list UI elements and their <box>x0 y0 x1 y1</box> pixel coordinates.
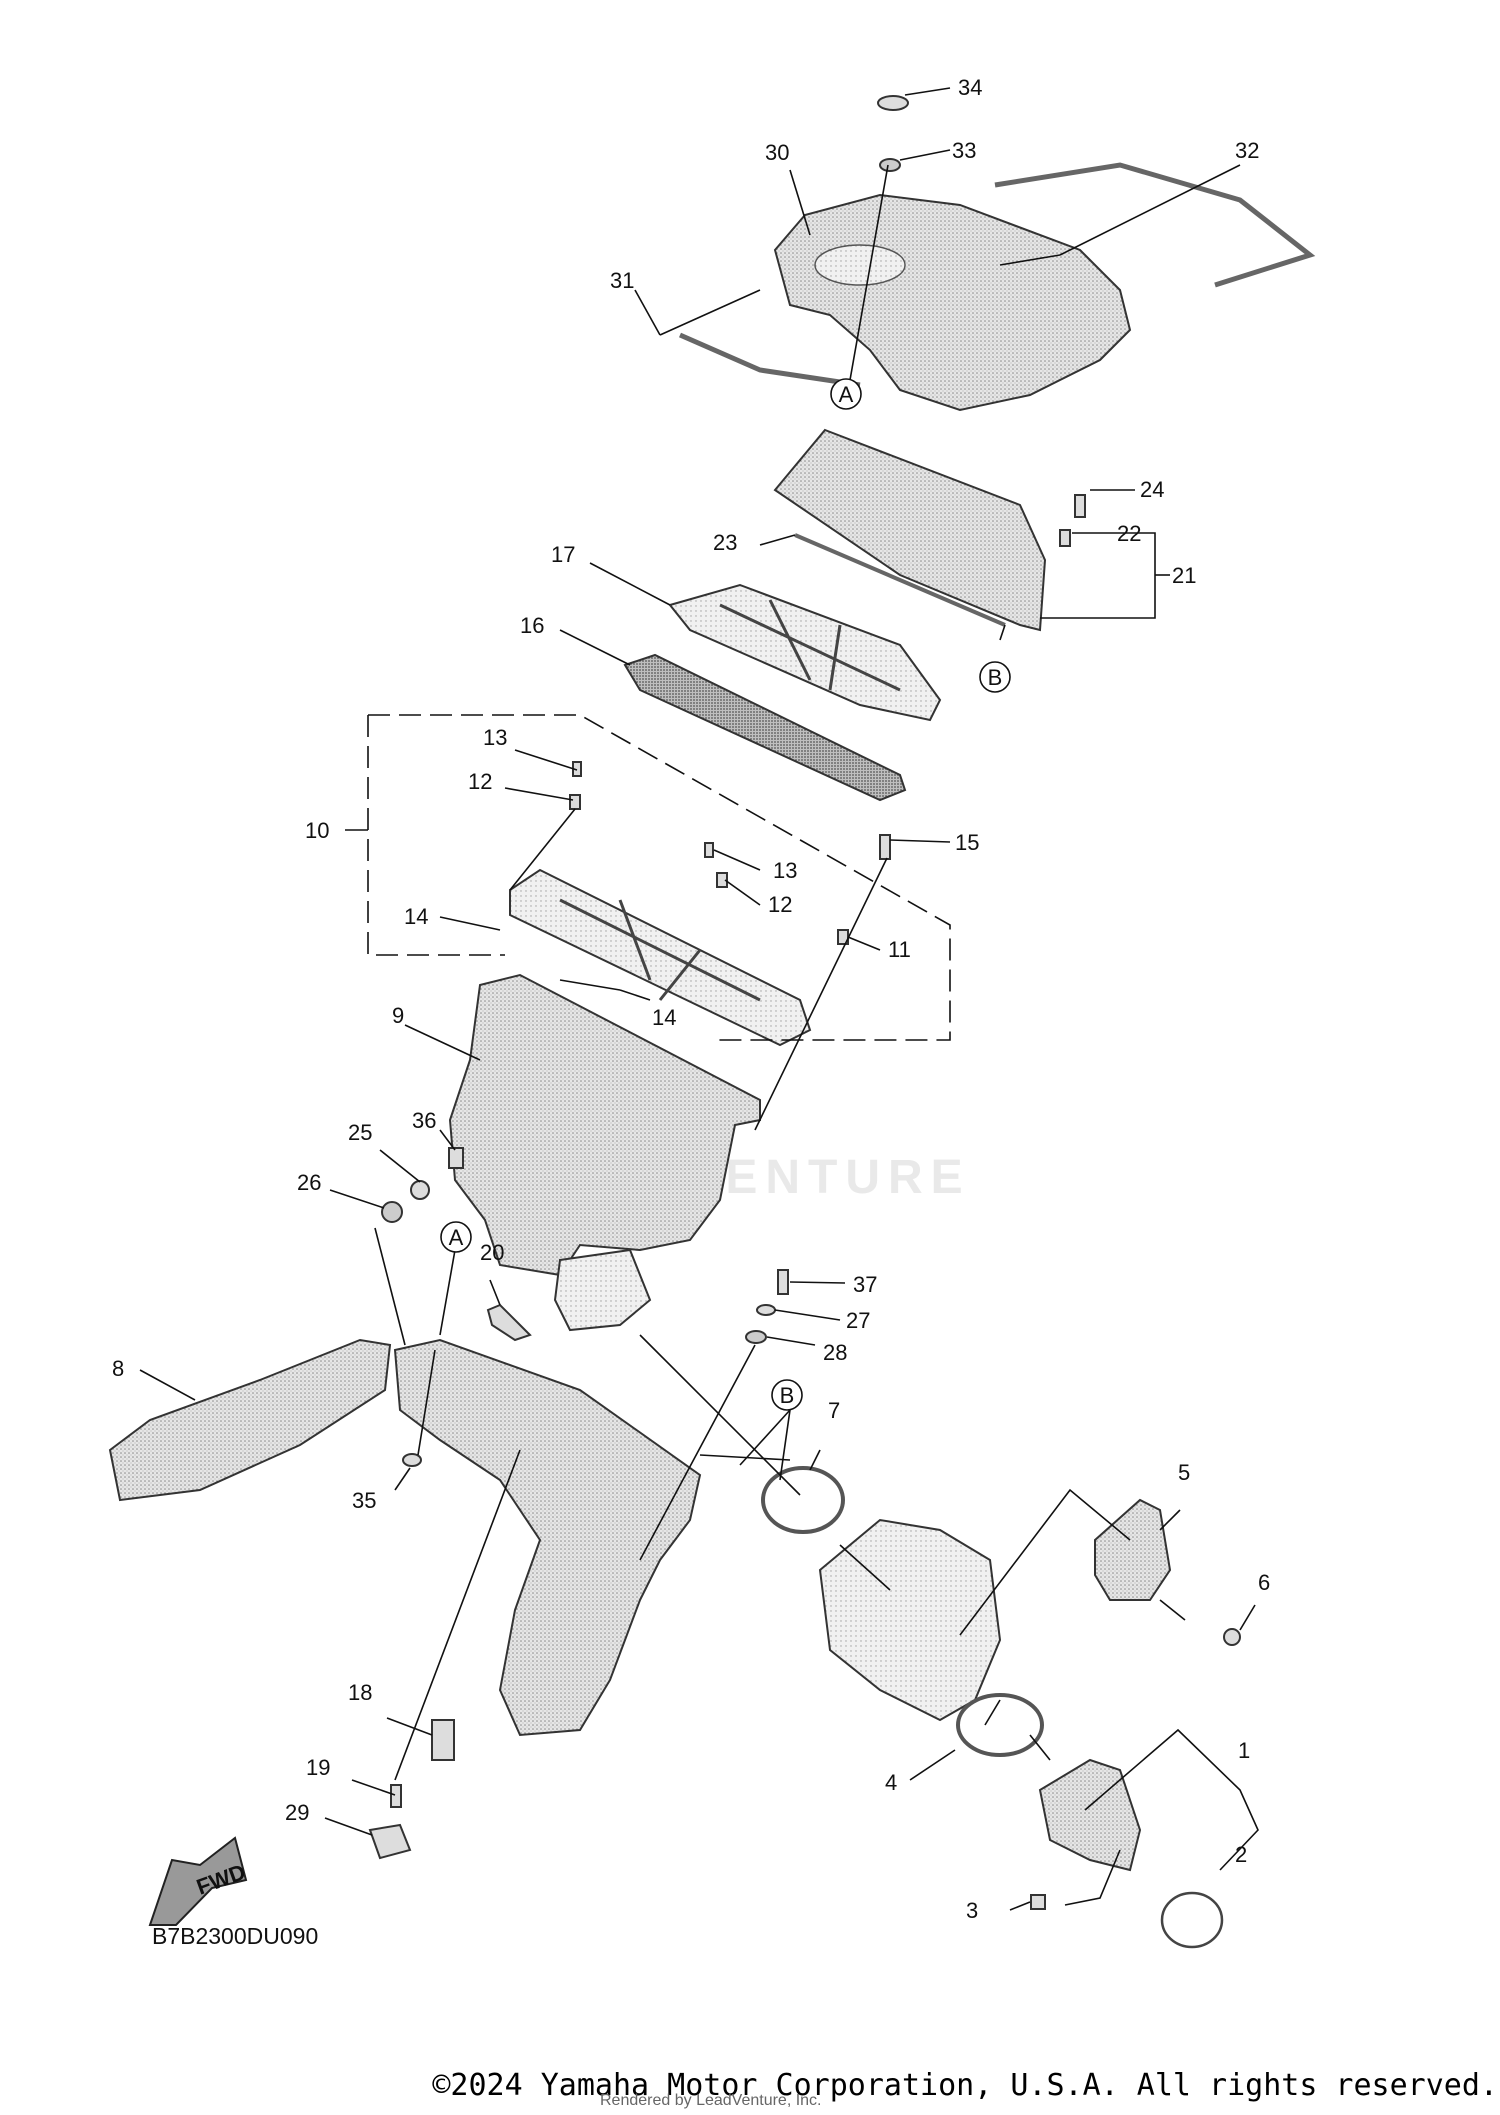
part-3-screw <box>1030 1894 1046 1910</box>
part-37-bolt <box>777 1269 789 1295</box>
part-34-fastener <box>877 95 909 111</box>
part-35-clip <box>402 1453 422 1467</box>
callout-8: 8 <box>112 1356 124 1381</box>
part-26-damper <box>381 1201 403 1223</box>
part-18-holder <box>431 1719 455 1761</box>
part-25-nut <box>410 1180 430 1200</box>
part-36-bolt <box>448 1147 464 1169</box>
part-throttle-body <box>818 1518 1002 1722</box>
part-9-air-cleaner-case <box>448 973 761 1277</box>
part-lower-air-box <box>393 1338 702 1737</box>
callout-13b: 13 <box>773 858 797 883</box>
callout-26: 26 <box>297 1170 321 1195</box>
ref-mark-a-top: A <box>839 382 854 407</box>
callout-15: 15 <box>955 830 979 855</box>
callout-5: 5 <box>1178 1460 1190 1485</box>
callout-22: 22 <box>1117 521 1141 546</box>
part-31-seal-strip <box>678 332 861 388</box>
callout-10: 10 <box>305 818 329 843</box>
callout-12b: 12 <box>768 892 792 917</box>
part-30-cover-recess <box>814 244 906 286</box>
part-23-seal-strip <box>794 533 1006 627</box>
callout-6: 6 <box>1258 1570 1270 1595</box>
callout-20: 20 <box>480 1240 504 1265</box>
part-6-screw <box>1223 1628 1241 1646</box>
callout-labels: 34 33 30 32 31 24 22 21 23 17 16 13 12 1… <box>112 75 1270 1923</box>
ref-circle-b-top <box>979 661 1011 693</box>
callout-11: 11 <box>888 937 911 962</box>
callout-27: 27 <box>846 1308 870 1333</box>
callout-34: 34 <box>958 75 982 100</box>
group-10-box <box>368 714 951 1041</box>
callout-7: 7 <box>828 1398 840 1423</box>
fwd-arrow <box>148 1836 248 1926</box>
ref-mark-a-bottom: A <box>449 1225 464 1250</box>
callout-36: 36 <box>412 1108 436 1133</box>
part-12-collar-b <box>716 872 728 888</box>
part-33-grommet <box>879 158 901 172</box>
part-9-outlet-boot <box>553 1248 652 1332</box>
part-29-cover <box>368 1823 412 1860</box>
callout-16: 16 <box>520 613 544 638</box>
callout-13a: 13 <box>483 725 507 750</box>
callout-14a: 14 <box>404 904 428 929</box>
callout-32: 32 <box>1235 138 1259 163</box>
callout-30: 30 <box>765 140 789 165</box>
part-8-intake-duct <box>108 1338 392 1502</box>
callout-18: 18 <box>348 1680 372 1705</box>
callout-1: 1 <box>1238 1738 1250 1763</box>
callout-17: 17 <box>551 542 575 567</box>
callout-2: 2 <box>1235 1842 1247 1867</box>
callout-33: 33 <box>952 138 976 163</box>
callout-37: 37 <box>853 1272 877 1297</box>
ref-circle-b-bottom <box>771 1379 803 1411</box>
callout-25: 25 <box>348 1120 372 1145</box>
ref-mark-b-top: B <box>988 665 1003 690</box>
callout-31: 31 <box>610 268 634 293</box>
part-13-screw-b <box>704 842 714 858</box>
part-7-hose-clamp <box>761 1466 845 1534</box>
part-5-sensor-cover <box>1094 1498 1172 1601</box>
part-15-bolt <box>879 834 891 860</box>
callout-24: 24 <box>1140 477 1164 502</box>
part-12-collar-a <box>569 794 581 810</box>
part-1-joint <box>1038 1758 1142 1872</box>
part-16-air-filter-element <box>623 653 907 802</box>
part-2-o-ring <box>1160 1891 1224 1949</box>
callout-14b: 14 <box>652 1005 676 1030</box>
callout-9: 9 <box>392 1003 404 1028</box>
part-4-hose-clamp <box>956 1693 1044 1757</box>
ref-mark-b-bottom: B <box>780 1383 795 1408</box>
part-22-collar <box>1059 529 1071 547</box>
callout-12a: 12 <box>468 769 492 794</box>
callout-23: 23 <box>713 530 737 555</box>
diagram-code: B7B2300DU090 <box>152 1923 318 1949</box>
leader-lines <box>139 87 1259 1911</box>
callout-35: 35 <box>352 1488 376 1513</box>
ref-circle-a-bottom <box>440 1221 472 1253</box>
callout-4: 4 <box>885 1770 897 1795</box>
callout-19: 19 <box>306 1755 330 1780</box>
part-28-grommet <box>745 1330 767 1344</box>
callout-29: 29 <box>285 1800 309 1825</box>
copyright-notice: ©2024 Yamaha Motor Corporation, U.S.A. A… <box>432 2068 1498 2103</box>
part-21-duct-cover <box>773 428 1047 632</box>
part-24-screw <box>1074 494 1086 518</box>
callout-28: 28 <box>823 1340 847 1365</box>
callout-3: 3 <box>966 1898 978 1923</box>
rendered-by-text: Rendered by LeadVenture, Inc. <box>600 2092 822 2109</box>
part-20-bracket <box>486 1303 532 1342</box>
part-27-washer <box>756 1304 776 1316</box>
callout-21: 21 <box>1172 563 1196 588</box>
ref-circle-a-top <box>830 378 862 410</box>
part-32-seal-strip <box>994 162 1316 288</box>
part-19-bolt <box>390 1784 402 1808</box>
part-17-element-frame <box>668 583 942 722</box>
